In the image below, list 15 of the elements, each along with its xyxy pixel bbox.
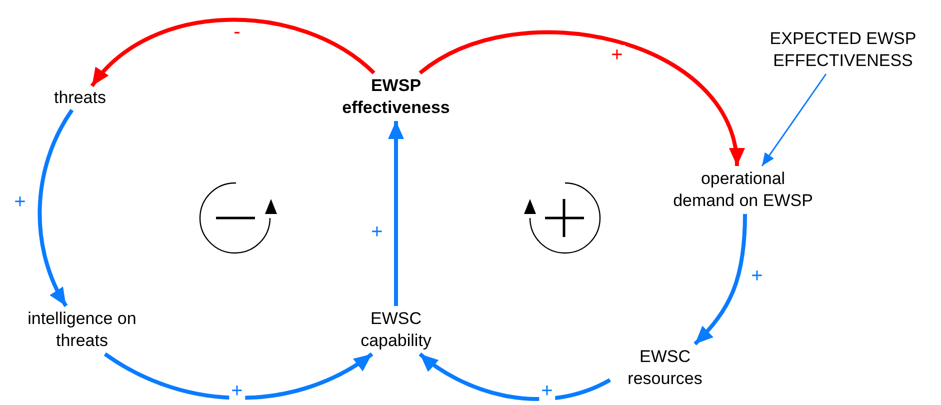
node-label: operational demand on EWSP <box>673 168 813 212</box>
arrow <box>761 74 827 166</box>
node-label: threats <box>54 87 106 109</box>
node-label: EWSP effectiveness <box>341 75 451 119</box>
arrow <box>388 121 404 306</box>
node-label: EXPECTED EWSP EFFECTIVENESS <box>768 28 918 72</box>
arrow <box>418 352 611 402</box>
arrow <box>104 352 374 400</box>
arrow <box>90 18 376 88</box>
node-label: EWSC resources <box>626 346 704 390</box>
arrow <box>694 214 747 346</box>
arrow <box>38 108 74 307</box>
node-label: EWSC capability <box>360 308 432 352</box>
arrow <box>418 30 742 166</box>
node-label: intelligence on threats <box>26 308 138 352</box>
